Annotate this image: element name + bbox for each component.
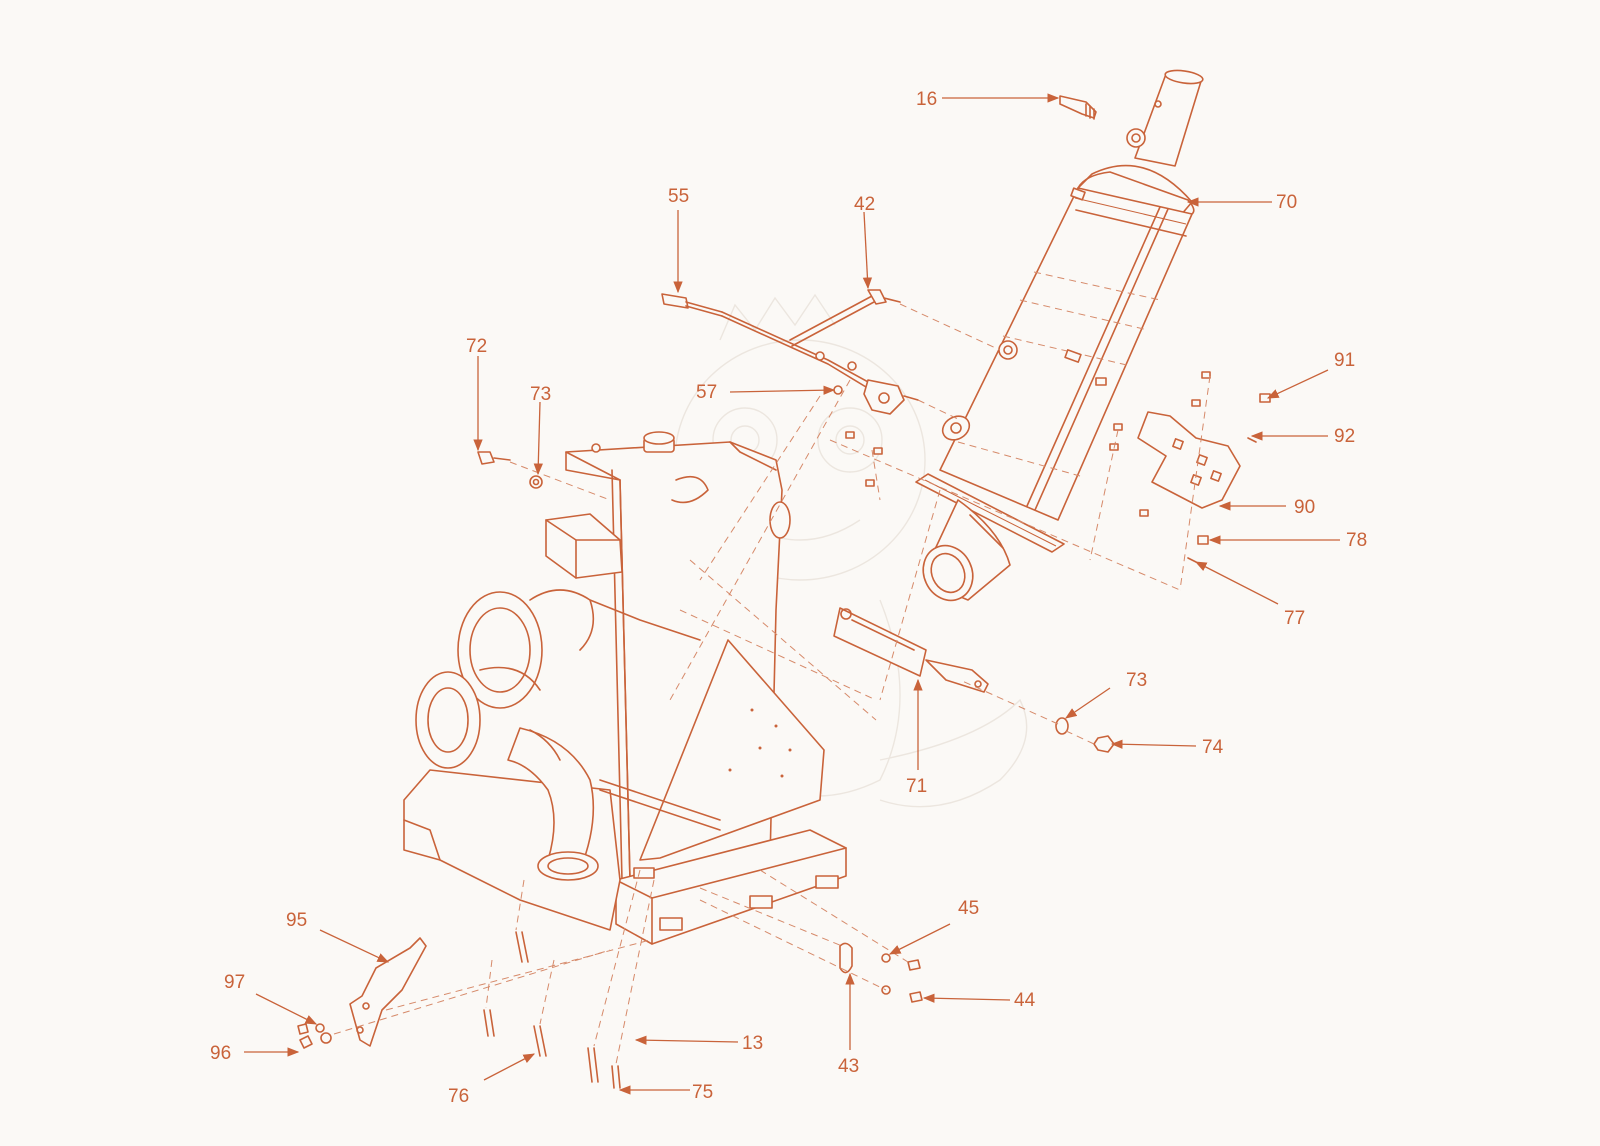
callout-76: 76	[448, 1086, 469, 1107]
assembly-centerlines	[333, 303, 1211, 1065]
callout-42: 42	[854, 194, 875, 215]
callout-91: 91	[1334, 350, 1355, 371]
temperature-sensor-16	[1059, 95, 1097, 120]
callout-16: 16	[916, 89, 937, 110]
sensor-module-57	[833, 379, 919, 415]
callout-55: 55	[668, 186, 689, 207]
callout-92: 92	[1334, 426, 1355, 447]
engine-frame-assembly	[403, 431, 847, 945]
sensor-harness-55	[661, 293, 871, 388]
callout-96: 96	[210, 1043, 231, 1064]
hardware-small	[297, 371, 1271, 1089]
callout-72: 72	[466, 336, 487, 357]
callout-90: 90	[1294, 497, 1315, 518]
callout-71: 71	[906, 776, 927, 797]
callout-77: 77	[1284, 608, 1305, 629]
bracket-90	[1137, 411, 1241, 509]
callout-78: 78	[1346, 530, 1367, 551]
callout-70: 70	[1276, 192, 1297, 213]
leader-lines	[244, 93, 1340, 1095]
dpf-canister	[915, 69, 1204, 602]
callout-95: 95	[286, 910, 307, 931]
callout-43: 43	[838, 1056, 859, 1077]
callout-44: 44	[1014, 990, 1036, 1011]
callout-73-right: 73	[1126, 670, 1147, 691]
callout-74: 74	[1202, 737, 1224, 758]
callout-45: 45	[958, 898, 979, 919]
callout-57: 57	[696, 382, 717, 403]
callout-labels: 16 70 55 42 72 73 57 91 92 90 78 77 73 7…	[210, 89, 1367, 1107]
callout-75: 75	[692, 1082, 713, 1103]
flange-bracket-71	[833, 607, 989, 693]
callout-73-top: 73	[530, 384, 551, 405]
callout-13: 13	[742, 1033, 763, 1054]
callout-97: 97	[224, 972, 245, 993]
probe-42	[789, 289, 901, 347]
